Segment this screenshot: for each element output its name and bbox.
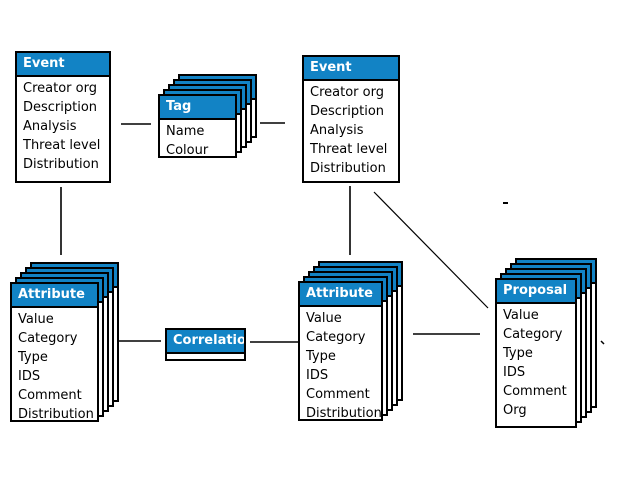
field-label: Distribution: [310, 161, 386, 176]
field-label: Comment: [306, 387, 370, 402]
field-label: Analysis: [23, 119, 77, 134]
field-label: Distribution: [18, 407, 94, 422]
field-label: Value: [306, 311, 342, 326]
field-label: Category: [18, 331, 78, 346]
field-label: Type: [503, 346, 533, 361]
field-label: Value: [18, 312, 54, 327]
field-label: Name: [166, 124, 205, 139]
field-label: Type: [18, 350, 48, 365]
entity-event-right-title: Event: [304, 57, 398, 81]
field-label: Threat level: [23, 138, 101, 153]
field-label: Org: [503, 403, 527, 418]
entity-attribute-middle-title: Attribute: [300, 283, 381, 307]
entity-correlation: Correlation: [165, 328, 246, 361]
field-label: Threat level: [310, 142, 388, 157]
entity-proposal-title: Proposal: [497, 280, 575, 304]
field-label: Description: [310, 104, 385, 119]
field-label: Value: [503, 308, 539, 323]
field-label: IDS: [18, 369, 41, 384]
field-label: Comment: [503, 384, 567, 399]
field-label: Distribution: [306, 406, 382, 421]
field-label: IDS: [306, 368, 329, 383]
entity-correlation-title: Correlation: [167, 330, 244, 354]
field-label: Creator org: [310, 85, 384, 100]
field-label: IDS: [503, 365, 526, 380]
field-label: Colour: [166, 143, 209, 158]
field-label: Type: [306, 349, 336, 364]
entity-tag-title: Tag: [160, 96, 235, 120]
field-label: Analysis: [310, 123, 364, 138]
field-label: Category: [503, 327, 563, 342]
entity-attribute-left-title: Attribute: [12, 284, 97, 308]
field-label: Description: [23, 100, 98, 115]
field-label: Distribution: [23, 157, 99, 172]
field-label: Creator org: [23, 81, 97, 96]
entity-event-left-title: Event: [17, 53, 109, 77]
field-label: Comment: [18, 388, 82, 403]
stray-speck: [600, 340, 605, 345]
entity-correlation-body: [167, 354, 244, 356]
field-label: Category: [306, 330, 366, 345]
